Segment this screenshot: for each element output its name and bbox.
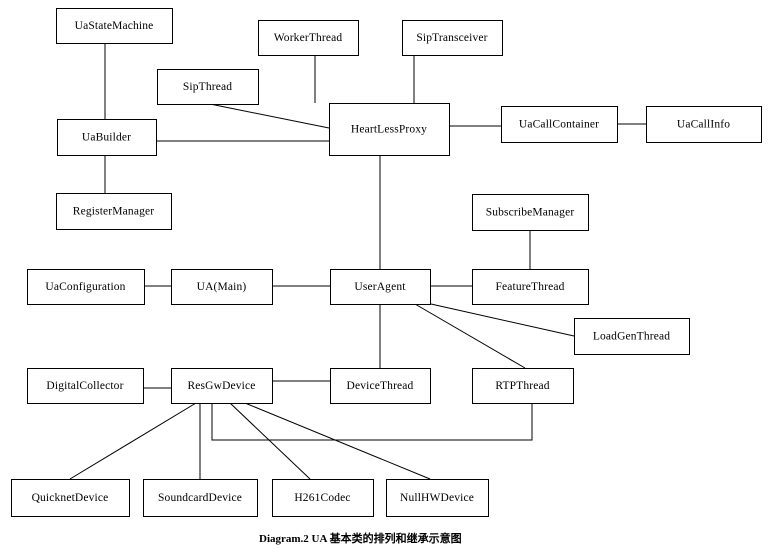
- node-label: RegisterManager: [73, 206, 154, 218]
- node-box: [56, 8, 173, 44]
- edges-layer: [69, 43, 646, 480]
- edge-resgwdevice-to-rtpthread: [211, 403, 533, 441]
- node-siptransceiver[interactable]: SipTransceiver: [402, 20, 503, 56]
- edge-sipthread-to-heartlessproxy: [209, 103, 330, 129]
- node-soundcarddevice[interactable]: SoundcardDevice: [143, 479, 258, 517]
- edge-useragent-to-loadgenthread: [430, 303, 575, 337]
- node-uastatemachine[interactable]: UaStateMachine: [56, 8, 173, 44]
- node-box: [11, 479, 130, 517]
- node-registermanager[interactable]: RegisterManager: [56, 193, 172, 230]
- node-box: [472, 269, 589, 305]
- node-box: [143, 479, 258, 517]
- node-label: SoundcardDevice: [158, 492, 242, 504]
- edge-resgwdevice-to-quicknetdevice: [69, 402, 197, 480]
- node-box: [27, 368, 144, 404]
- node-label: DigitalCollector: [46, 380, 123, 392]
- node-uamain[interactable]: UA(Main): [171, 269, 273, 305]
- node-box: [157, 69, 259, 105]
- node-box: [386, 479, 489, 517]
- node-workerthread[interactable]: WorkerThread: [258, 20, 359, 56]
- node-devicethread[interactable]: DeviceThread: [330, 368, 431, 404]
- node-digitalcollector[interactable]: DigitalCollector: [27, 368, 144, 404]
- node-label: UaConfiguration: [45, 281, 125, 293]
- node-subscribemanager[interactable]: SubscribeManager: [472, 194, 589, 231]
- node-label: UaBuilder: [82, 132, 131, 144]
- edge-useragent-to-rtpthread: [414, 303, 526, 369]
- edge-resgwdevice-to-nullhwdevice: [244, 402, 431, 480]
- node-label: SipTransceiver: [416, 32, 487, 44]
- node-box: [574, 318, 690, 355]
- node-quicknetdevice[interactable]: QuicknetDevice: [11, 479, 130, 517]
- node-h261codec[interactable]: H261Codec: [272, 479, 374, 517]
- node-label: DeviceThread: [347, 380, 414, 392]
- node-label: LoadGenThread: [593, 331, 670, 343]
- node-box: [258, 20, 359, 56]
- node-box: [472, 194, 589, 231]
- node-label: H261Codec: [294, 492, 350, 504]
- node-label: NullHWDevice: [400, 492, 474, 504]
- node-box: [329, 103, 450, 156]
- edge-resgwdevice-to-h261codec: [229, 402, 311, 480]
- node-nullhwdevice[interactable]: NullHWDevice: [386, 479, 489, 517]
- node-label: WorkerThread: [274, 32, 343, 44]
- node-box: [330, 368, 431, 404]
- node-uacallcontainer[interactable]: UaCallContainer: [501, 106, 618, 143]
- node-resgwdevice[interactable]: ResGwDevice: [171, 368, 273, 404]
- figure-caption: Diagram.2 UA 基本类的排列和继承示意图: [259, 533, 462, 545]
- node-box: [171, 269, 273, 305]
- node-box: [27, 269, 145, 305]
- node-featurethread[interactable]: FeatureThread: [472, 269, 589, 305]
- node-label: RTPThread: [495, 380, 549, 392]
- node-box: [646, 106, 762, 143]
- node-box: [56, 193, 172, 230]
- node-label: UA(Main): [197, 281, 247, 293]
- node-uaconfiguration[interactable]: UaConfiguration: [27, 269, 145, 305]
- node-label: HeartLessProxy: [351, 124, 427, 136]
- node-label: SubscribeManager: [486, 207, 575, 219]
- node-label: SipThread: [183, 81, 232, 93]
- node-label: QuicknetDevice: [32, 492, 109, 504]
- node-box: [171, 368, 273, 404]
- node-heartlessproxy[interactable]: HeartLessProxy: [329, 103, 450, 156]
- node-uacallinfo[interactable]: UaCallInfo: [646, 106, 762, 143]
- node-sipthread[interactable]: SipThread: [157, 69, 259, 105]
- node-box: [472, 368, 574, 404]
- node-box: [501, 106, 618, 143]
- node-label: UaCallContainer: [519, 119, 599, 131]
- node-label: UserAgent: [354, 281, 406, 293]
- node-label: ResGwDevice: [187, 380, 255, 392]
- node-label: UaStateMachine: [75, 20, 154, 32]
- node-label: FeatureThread: [496, 281, 565, 293]
- node-box: [330, 269, 431, 305]
- node-box: [402, 20, 503, 56]
- node-box: [272, 479, 374, 517]
- node-box: [57, 119, 157, 156]
- node-loadgenthread[interactable]: LoadGenThread: [574, 318, 690, 355]
- node-uabuilder[interactable]: UaBuilder: [57, 119, 157, 156]
- node-label: UaCallInfo: [677, 119, 730, 131]
- node-useragent[interactable]: UserAgent: [330, 269, 431, 305]
- node-rtpthread[interactable]: RTPThread: [472, 368, 574, 404]
